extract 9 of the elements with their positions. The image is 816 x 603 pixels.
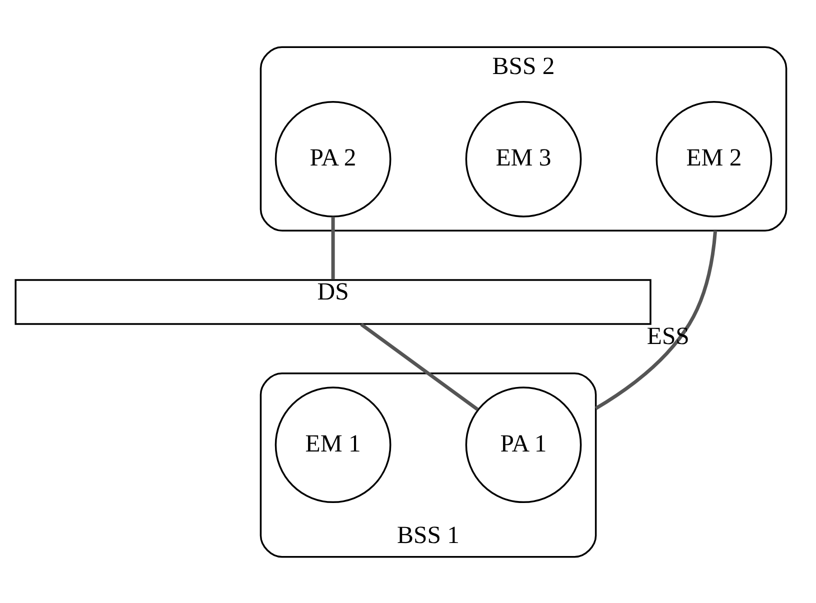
node-circle: PA 2 [274, 100, 392, 217]
connector [360, 322, 479, 410]
node-box: DS [14, 278, 652, 324]
connector [594, 230, 718, 410]
node-circle: PA 1 [465, 386, 582, 503]
connector [331, 216, 335, 279]
node-circle: EM 2 [656, 100, 772, 217]
node-circle: EM 1 [274, 386, 392, 503]
node-circle: EM 3 [465, 100, 582, 217]
